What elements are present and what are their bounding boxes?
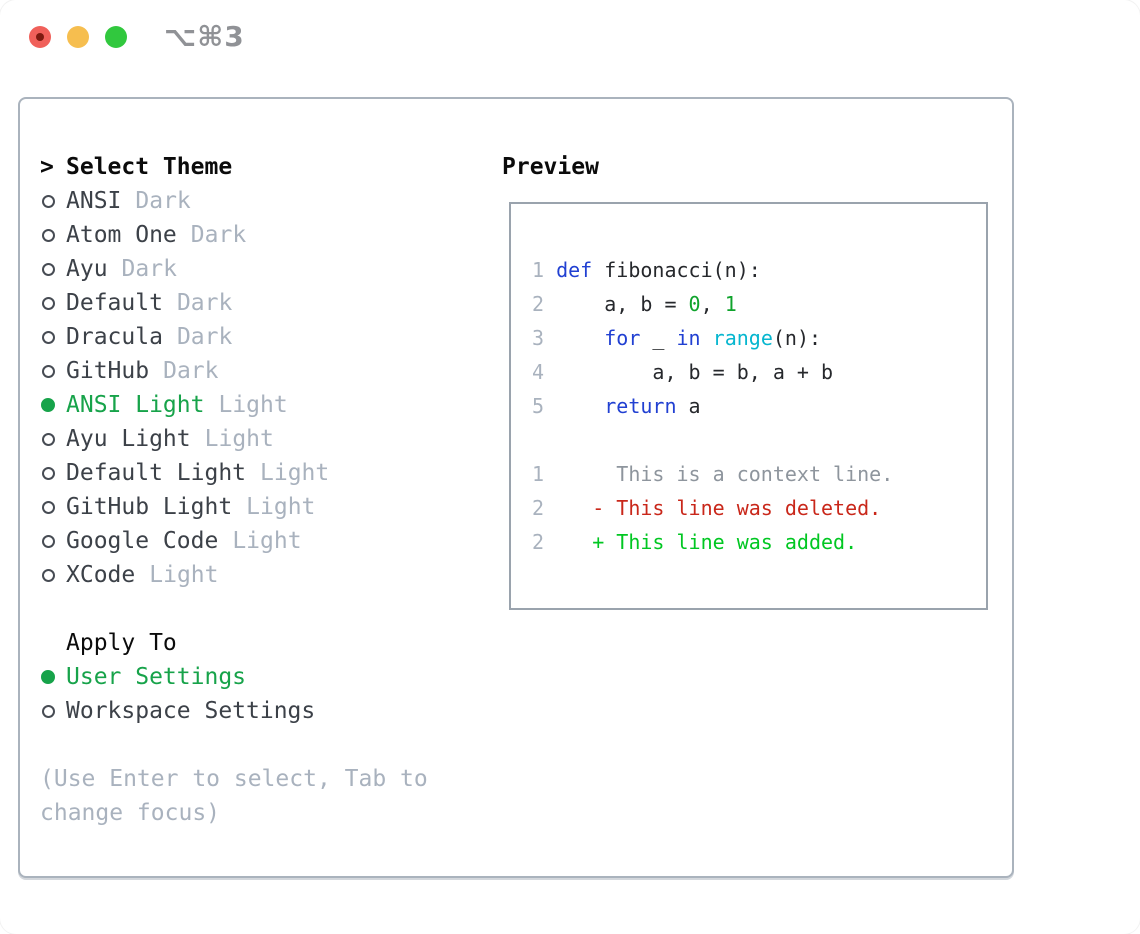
code-line: 4 a, b = b, a + b — [532, 360, 834, 384]
theme-name: ANSI — [66, 188, 122, 214]
theme-name: Google Code — [66, 528, 219, 554]
code-line: 5 return a — [532, 394, 701, 418]
code-line: 1 def fibonacci(n): — [532, 258, 761, 282]
radio-icon — [42, 466, 55, 480]
preview-title: Preview — [502, 154, 599, 180]
radio-icon — [41, 398, 55, 412]
radio-icon — [42, 568, 55, 582]
apply-to-header: Apply To — [40, 626, 460, 660]
radio-icon — [42, 534, 55, 548]
theme-variant: Light — [204, 426, 274, 452]
theme-variant: Light — [260, 460, 330, 486]
theme-list: ANSI Dark Atom One Dark Ayu Dark Default… — [40, 184, 460, 592]
radio-icon — [42, 432, 55, 446]
radio-icon — [42, 330, 55, 344]
radio-icon — [42, 194, 55, 208]
theme-variant: Light — [218, 392, 288, 418]
theme-option-atom-one[interactable]: Atom One Dark — [40, 218, 460, 252]
apply-to-title: Apply To — [66, 630, 177, 656]
theme-option-github-light[interactable]: GitHub Light Light — [40, 490, 460, 524]
theme-name: GitHub Light — [66, 494, 233, 520]
theme-option-default[interactable]: Default Dark — [40, 286, 460, 320]
radio-icon — [42, 296, 55, 310]
apply-option-user-settings[interactable]: User Settings — [40, 660, 460, 694]
code-line: 2 + This line was added. — [532, 530, 858, 554]
code-line: 1 This is a context line. — [532, 462, 894, 486]
theme-option-ansi-light[interactable]: ANSI Light Light — [40, 388, 460, 422]
theme-name: Ayu Light — [66, 426, 191, 452]
radio-icon — [41, 670, 55, 684]
apply-option-label: Workspace Settings — [66, 698, 316, 724]
theme-variant: Dark — [176, 324, 233, 350]
usage-hint: (Use Enter to select, Tab to change focu… — [40, 766, 428, 826]
section-gap — [40, 592, 460, 626]
close-button[interactable] — [29, 26, 51, 48]
theme-variant: Dark — [135, 188, 191, 214]
theme-picker-panel: > Select Theme ANSI Dark Atom One Dark A… — [18, 97, 1014, 878]
theme-variant: Dark — [176, 290, 233, 316]
theme-variant: Dark — [190, 222, 247, 248]
section-gap — [40, 728, 460, 762]
code-line: 3 for _ in range(n): — [532, 326, 822, 350]
apply-option-label: User Settings — [66, 664, 247, 690]
radio-icon — [42, 364, 55, 378]
theme-variant: Dark — [121, 256, 177, 282]
radio-icon — [42, 500, 55, 514]
theme-name: GitHub — [66, 358, 150, 384]
focus-prompt-icon: > — [40, 154, 54, 180]
select-theme-header: > Select Theme — [40, 150, 460, 184]
apply-to-list: User Settings Workspace Settings — [40, 660, 460, 728]
theme-variant: Dark — [163, 358, 219, 384]
theme-name: Default Light — [66, 460, 247, 486]
theme-variant: Light — [149, 562, 219, 588]
theme-option-dracula[interactable]: Dracula Dark — [40, 320, 460, 354]
theme-option-default-light[interactable]: Default Light Light — [40, 456, 460, 490]
theme-selector-column: > Select Theme ANSI Dark Atom One Dark A… — [40, 150, 460, 830]
theme-option-xcode[interactable]: XCode Light — [40, 558, 460, 592]
theme-option-google-code[interactable]: Google Code Light — [40, 524, 460, 558]
theme-name: Dracula — [66, 324, 163, 350]
theme-option-ayu[interactable]: Ayu Dark — [40, 252, 460, 286]
radio-icon — [42, 704, 55, 718]
preview-pane: 1 def fibonacci(n): 2 a, b = 0, 1 3 for _ … — [509, 202, 988, 610]
code-line: 2 a, b = 0, 1 — [532, 292, 737, 316]
select-theme-title: Select Theme — [66, 154, 233, 180]
theme-option-ansi[interactable]: ANSI Dark — [40, 184, 460, 218]
theme-name: XCode — [66, 562, 136, 588]
theme-name: Atom One — [66, 222, 177, 248]
theme-name: Default — [66, 290, 163, 316]
radio-icon — [42, 262, 55, 276]
theme-option-ayu-light[interactable]: Ayu Light Light — [40, 422, 460, 456]
radio-icon — [42, 228, 55, 242]
code-line: 2 - This line was deleted. — [532, 496, 882, 520]
minimize-button[interactable] — [67, 26, 89, 48]
keyboard-shortcut-label: ⌥⌘3 — [164, 20, 245, 53]
theme-option-github[interactable]: GitHub Dark — [40, 354, 460, 388]
zoom-button[interactable] — [105, 26, 127, 48]
theme-name: Ayu — [66, 256, 108, 282]
theme-variant: Light — [246, 494, 316, 520]
theme-variant: Light — [232, 528, 302, 554]
apply-option-workspace-settings[interactable]: Workspace Settings — [40, 694, 460, 728]
theme-name: ANSI Light — [66, 392, 205, 418]
blank-line — [532, 423, 986, 457]
